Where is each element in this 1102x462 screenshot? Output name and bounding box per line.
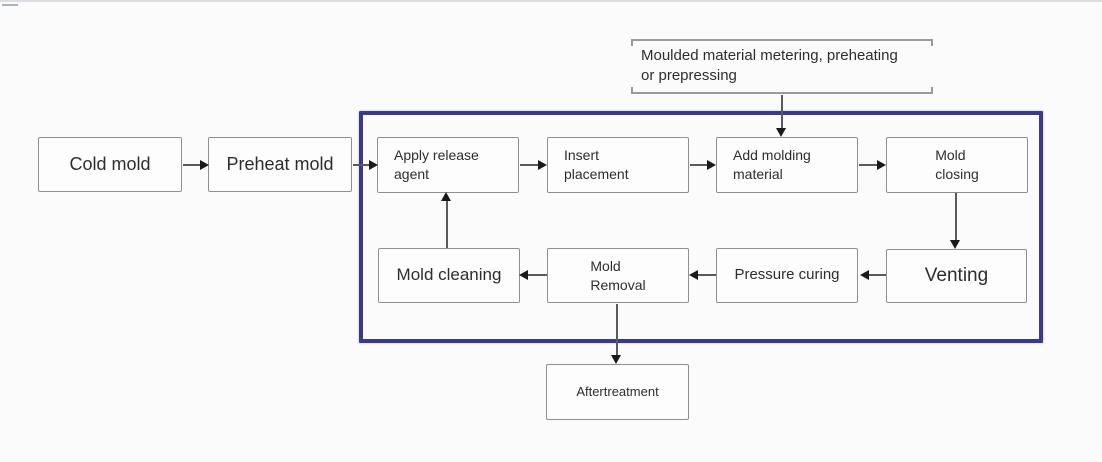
- arrow-venting-to-pressure-line: [869, 274, 886, 276]
- arrow-cold-to-preheat-line: [183, 164, 201, 166]
- top-hairline: [0, 0, 1102, 2]
- node-apply-release-agent-label: Apply release agent: [394, 147, 479, 182]
- node-pressure-curing: Pressure curing: [716, 248, 858, 303]
- arrow-removal-to-aftertreatment-head: [611, 355, 621, 364]
- arrow-removal-to-aftertreatment-line: [616, 304, 618, 356]
- arrow-cold-to-preheat-head: [200, 160, 209, 170]
- metering-note-line1: Moulded material metering, preheating: [641, 47, 898, 64]
- node-mold-cleaning-label: Mold cleaning: [396, 265, 502, 285]
- arrow-pressure-to-removal-line: [698, 274, 716, 276]
- metering-note: Moulded material metering, preheating or…: [641, 46, 929, 86]
- arrow-preheat-to-apply-head: [369, 160, 378, 170]
- node-pressure-curing-label: Pressure curing: [734, 266, 840, 284]
- node-mold-cleaning: Mold cleaning: [378, 248, 520, 303]
- node-aftertreatment: Aftertreatment: [546, 364, 689, 420]
- node-cold-mold-label: Cold mold: [69, 154, 151, 175]
- node-venting-label: Venting: [924, 265, 989, 287]
- arrow-venting-to-pressure-head: [860, 270, 869, 280]
- arrow-note-to-add-head: [776, 128, 786, 137]
- node-mold-removal-label: Mold Removal: [590, 257, 646, 293]
- node-insert-placement-label: Insert placement: [564, 147, 629, 182]
- arrow-closing-to-venting-line: [955, 193, 957, 241]
- arrow-removal-to-cleaning-head: [519, 270, 528, 280]
- arrow-closing-to-venting-head: [950, 240, 960, 249]
- node-cold-mold: Cold mold: [38, 137, 182, 192]
- metering-note-bracket-top: [631, 39, 933, 46]
- metering-note-bracket-bottom: [631, 87, 933, 94]
- arrow-apply-to-insert-line: [520, 164, 539, 166]
- node-venting: Venting: [886, 249, 1027, 303]
- node-aftertreatment-label: Aftertreatment: [576, 384, 659, 400]
- top-left-dash: [2, 4, 18, 6]
- arrow-add-to-closing-head: [877, 160, 886, 170]
- node-preheat-mold: Preheat mold: [208, 137, 352, 192]
- metering-note-line2: or prepressing: [641, 67, 737, 84]
- arrow-insert-to-add-head: [707, 160, 716, 170]
- arrow-cleaning-to-apply-head: [441, 192, 451, 201]
- arrow-add-to-closing-line: [859, 164, 878, 166]
- arrow-cleaning-to-apply-line: [446, 201, 448, 248]
- node-apply-release-agent: Apply release agent: [377, 137, 519, 193]
- arrow-apply-to-insert-head: [538, 160, 547, 170]
- node-mold-closing-label: Mold closing: [935, 147, 979, 182]
- node-add-molding-material-label: Add molding material: [733, 147, 811, 182]
- arrow-note-to-add-line: [781, 95, 783, 129]
- arrow-insert-to-add-line: [690, 164, 708, 166]
- arrow-removal-to-cleaning-line: [528, 274, 547, 276]
- process-container-border: [359, 111, 1043, 343]
- node-insert-placement: Insert placement: [547, 137, 689, 193]
- arrow-pressure-to-removal-head: [689, 270, 698, 280]
- node-preheat-mold-label: Preheat mold: [226, 154, 334, 175]
- node-add-molding-material: Add molding material: [716, 137, 858, 193]
- arrow-preheat-to-apply-line: [353, 164, 370, 166]
- node-mold-closing: Mold closing: [886, 137, 1028, 193]
- node-mold-removal: Mold Removal: [547, 248, 689, 303]
